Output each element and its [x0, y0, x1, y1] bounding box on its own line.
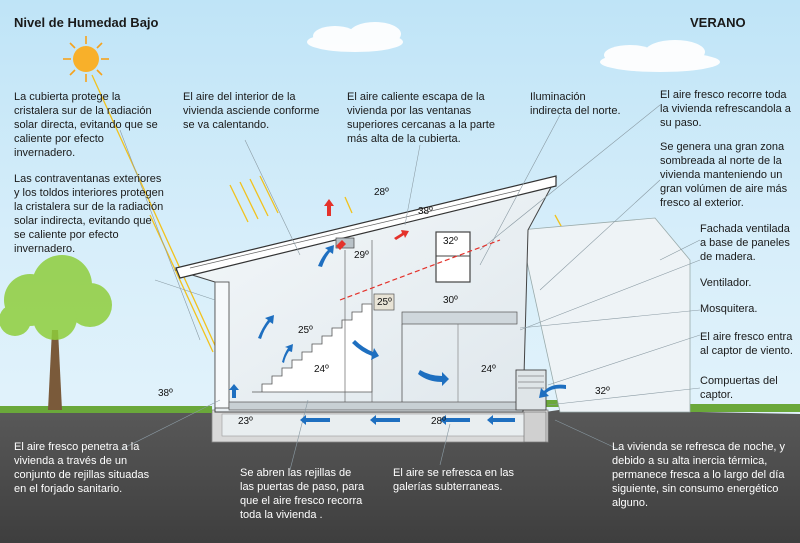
annotation-hot-air-escapes: El aire caliente escapa de la vivienda p…	[347, 91, 495, 145]
temp-stair-air: 25º	[298, 325, 313, 336]
annotation-ventilated-facade: Fachada ventilada a base de paneles de m…	[700, 223, 790, 263]
annotation-fresh-air-enters: El aire fresco entra al captor de viento…	[700, 331, 793, 357]
floor-slab	[228, 401, 524, 411]
temp-outside-south: 38º	[158, 388, 173, 399]
temp-roof-mid: 38º	[418, 206, 433, 217]
staircase	[252, 303, 373, 393]
annotation-north-light: Iluminación indirecta del norte.	[530, 91, 621, 117]
north-window	[435, 231, 471, 283]
temp-mezzanine: 30º	[443, 295, 458, 306]
south-glazing	[214, 281, 230, 409]
cloud-icon	[307, 22, 403, 52]
temp-outside-north: 32º	[595, 386, 610, 397]
ground	[0, 404, 800, 543]
leader-lines	[119, 104, 701, 471]
ventilated-facade	[519, 217, 691, 413]
hot-air-path	[339, 239, 501, 301]
hot-air-arrow-icon	[324, 199, 409, 250]
annotation-captor-gates: Compuertas del captor.	[700, 375, 778, 401]
annotation-mosquito-net: Mosquitera.	[700, 303, 758, 315]
annotation-door-grilles: Se abren las rejillas de las puertas de …	[240, 467, 365, 521]
annotation-fresh-air-travels: El aire fresco recorre toda la vivienda …	[660, 89, 791, 129]
temp-living: 24º	[314, 364, 329, 375]
annotation-underground: El aire se refresca en las galerías subt…	[393, 467, 515, 493]
temp-window: 32º	[443, 236, 458, 247]
annotation-shutters: Las contraventanas exteriores y los told…	[14, 173, 164, 255]
roof	[175, 175, 557, 279]
annotation-fan: Ventilador.	[700, 277, 752, 289]
annotation-fresh-air-grilles: El aire fresco penetra a la vivienda a t…	[14, 441, 150, 495]
wind-captor	[515, 369, 547, 411]
temp-floor-left: 23º	[238, 416, 253, 427]
temp-north-room: 24º	[481, 364, 496, 375]
temp-roof-top: 28º	[374, 187, 389, 198]
fresh-air-arrow-icon	[229, 245, 566, 425]
annotation-air-rises: El aire del interior de la vivienda asci…	[183, 91, 320, 131]
cloud-icon	[600, 40, 720, 72]
season-label: VERANO	[690, 15, 746, 30]
annotation-night-cooling: La vivienda se refresca de noche, y debi…	[612, 441, 786, 509]
mezzanine-slab	[401, 311, 518, 325]
temp-stair-box: 25º	[377, 297, 392, 308]
page-title: Nivel de Humedad Bajo	[14, 15, 159, 30]
temp-floor-mid: 28º	[431, 416, 446, 427]
annotation-south-glass: La cubierta protege la cristalera sur de…	[14, 91, 158, 159]
tree-icon	[0, 255, 112, 410]
annotation-shaded-zone: Se genera una gran zona sombreada al nor…	[660, 141, 788, 209]
temp-upper-room: 29º	[354, 250, 369, 261]
sun-icon	[63, 36, 109, 82]
